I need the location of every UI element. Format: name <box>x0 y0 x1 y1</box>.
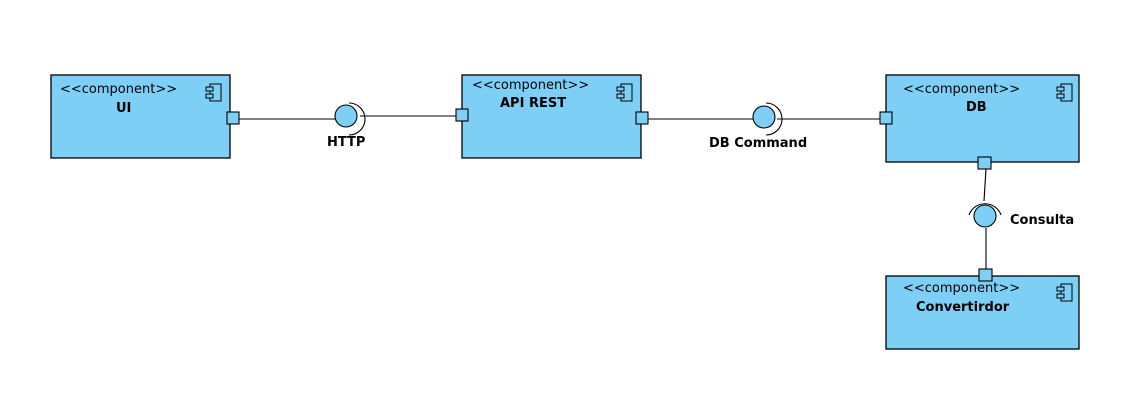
interface-label-db-command: DB Command <box>709 136 807 151</box>
ball-icon <box>752 105 776 129</box>
component-icon <box>205 83 222 102</box>
port-convertirdor-top <box>978 268 993 282</box>
stereotype-label: <<component>> <box>60 82 177 97</box>
component-name-db: DB <box>966 100 987 115</box>
interface-label-http: HTTP <box>327 135 365 150</box>
port-ui-right <box>226 111 240 125</box>
stereotype-label: <<component>> <box>903 82 1020 97</box>
port-db-left <box>879 111 893 125</box>
port-api-left <box>455 108 469 122</box>
socket-icon <box>348 102 366 136</box>
interface-http: HTTP <box>327 102 366 150</box>
port-db-bottom <box>977 156 992 170</box>
port-api-right <box>635 111 649 125</box>
component-name-ui: UI <box>116 101 131 116</box>
component-name-convertirdor: Convertirdor <box>916 300 1010 315</box>
component-icon <box>1056 83 1073 102</box>
component-ui[interactable]: <<component>> UI <box>50 74 240 159</box>
ball-icon <box>334 104 358 128</box>
component-name-api-rest: API REST <box>500 96 566 111</box>
socket-icon <box>968 203 1002 216</box>
component-icon <box>616 83 633 102</box>
component-icon <box>1056 283 1073 302</box>
component-convertirdor[interactable]: <<component>> Convertirdor <box>885 268 1080 350</box>
component-api-rest[interactable]: <<component>> API REST <box>455 74 649 159</box>
component-db[interactable]: <<component>> DB <box>879 74 1080 170</box>
ball-icon <box>973 204 997 228</box>
socket-icon <box>765 102 783 136</box>
stereotype-label: <<component>> <box>903 281 1020 296</box>
connector-db-consulta <box>983 168 987 202</box>
interface-db-command: DB Command <box>709 102 807 151</box>
interface-consulta: Consulta <box>968 203 1074 228</box>
interface-label-consulta: Consulta <box>1010 213 1074 228</box>
stereotype-label: <<component>> <box>472 78 589 93</box>
